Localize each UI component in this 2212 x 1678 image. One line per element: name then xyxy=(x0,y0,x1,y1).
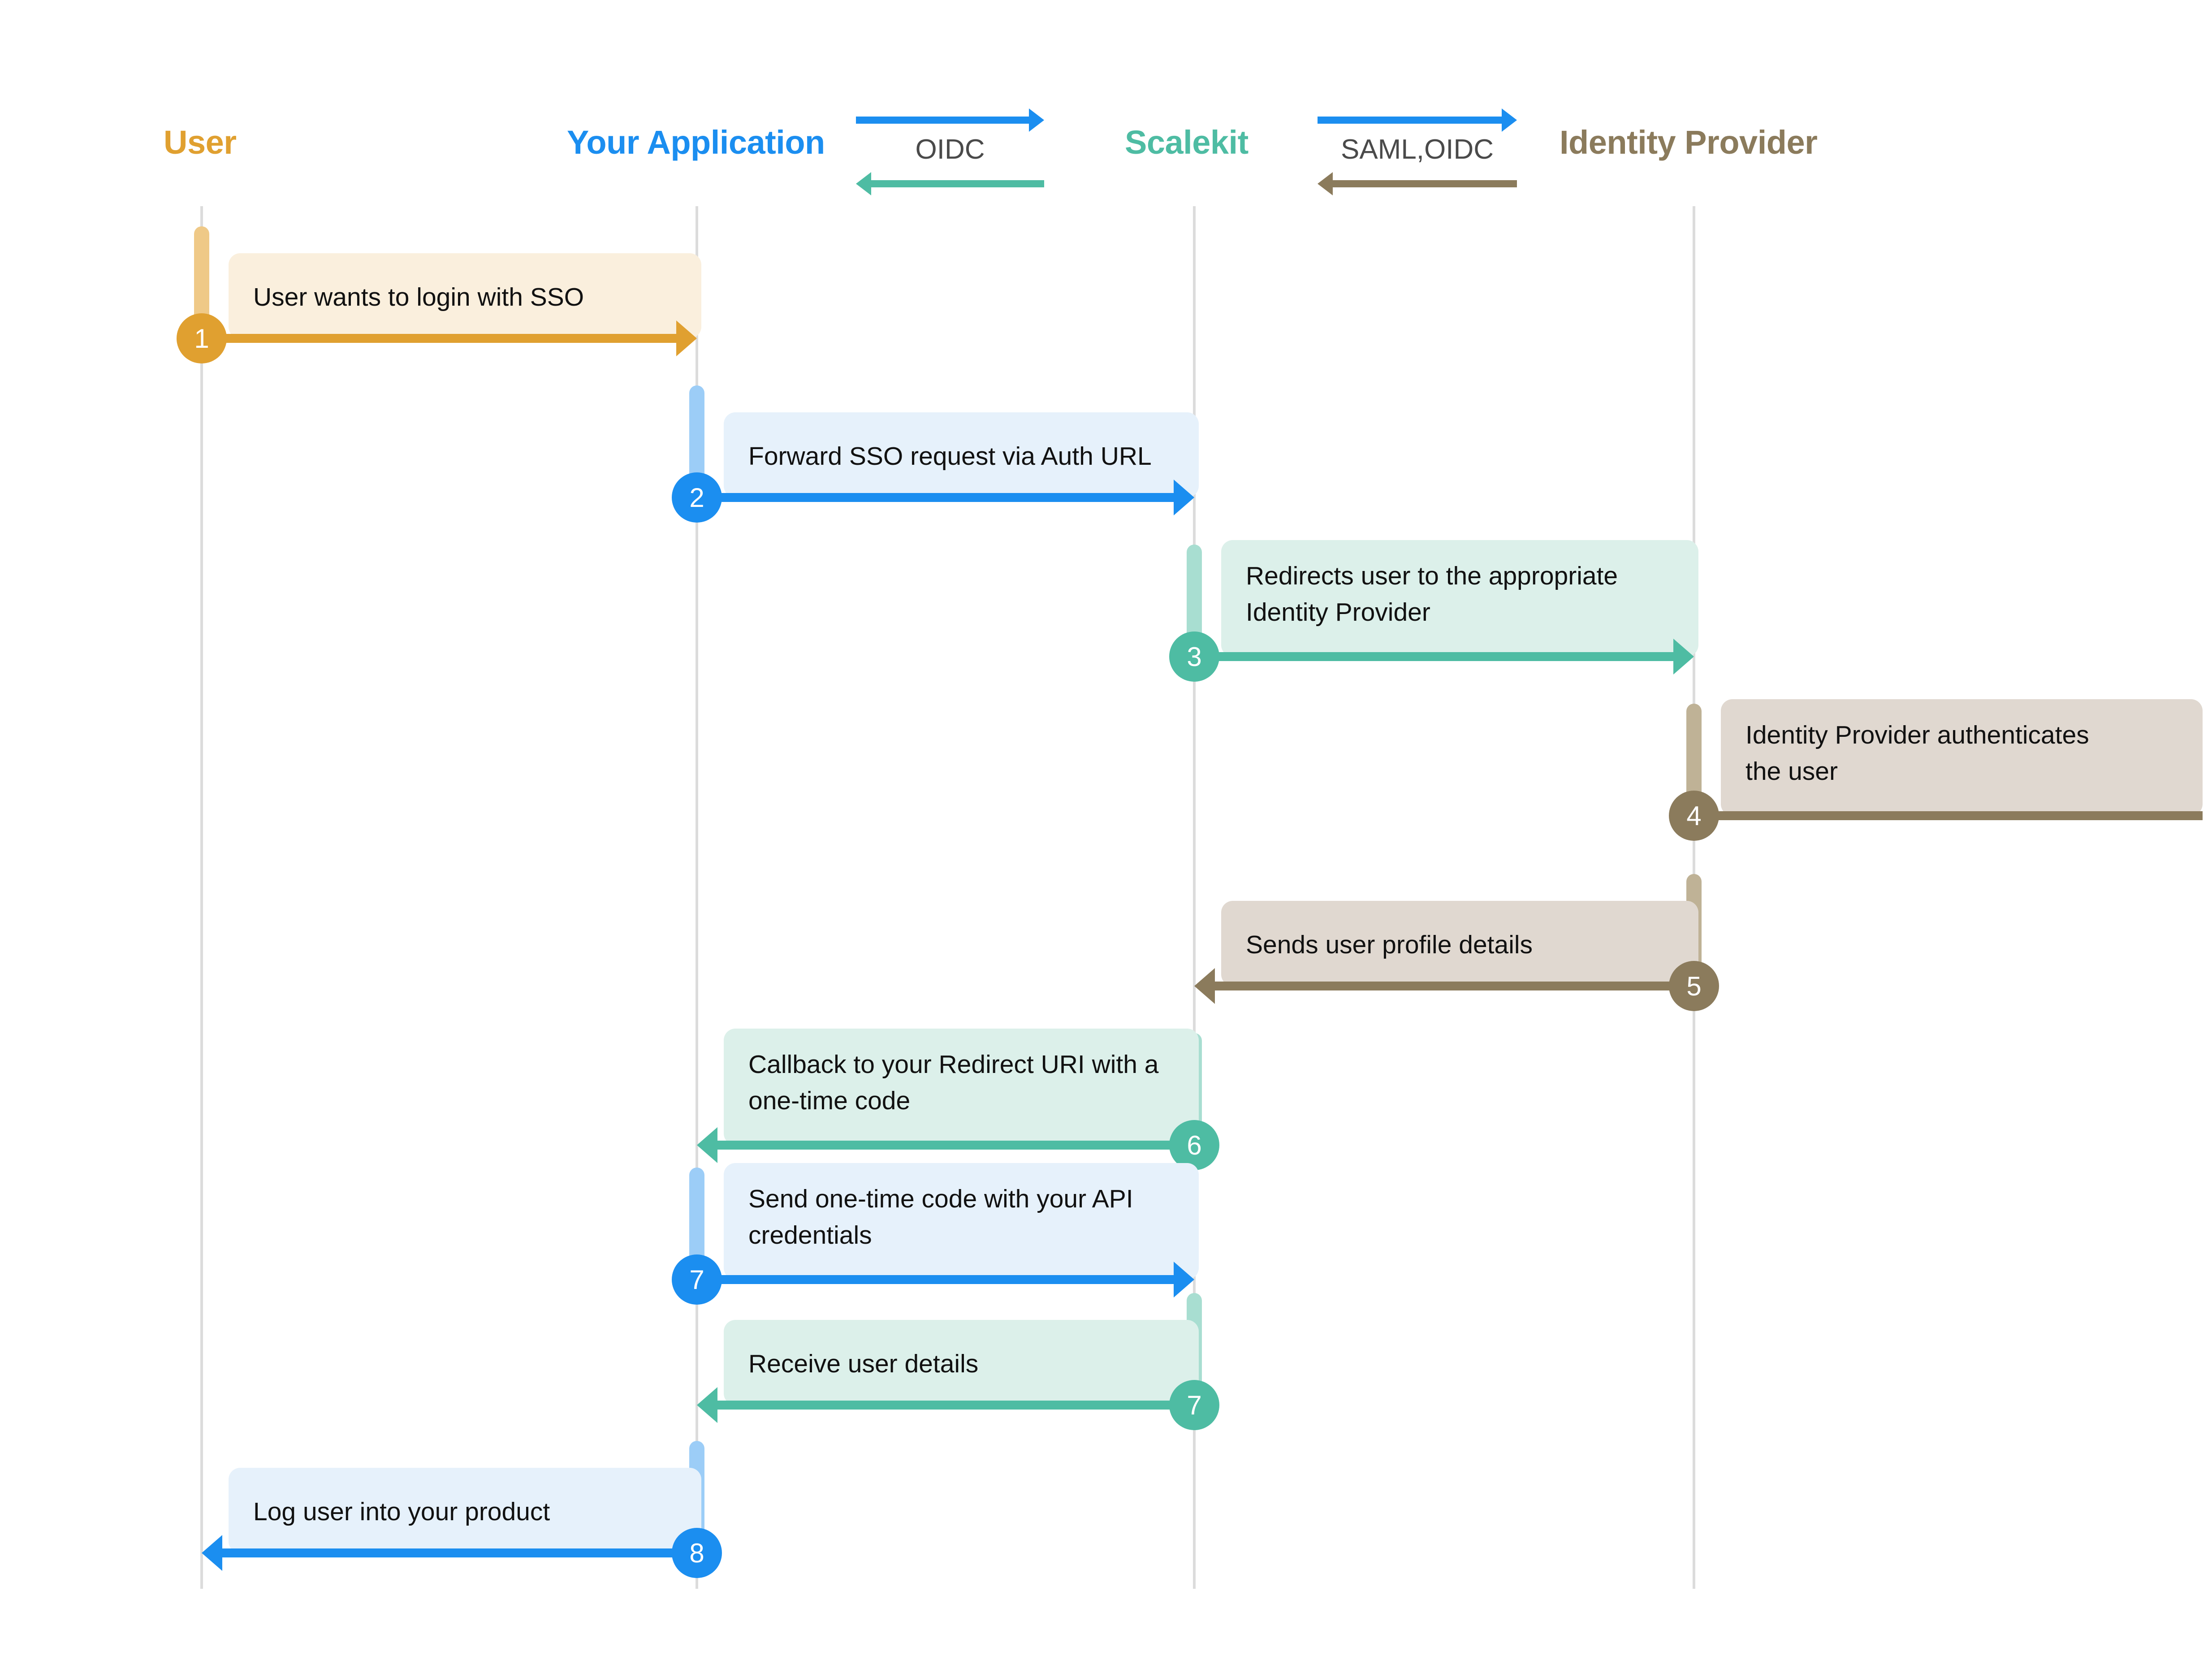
message-box-step-7 xyxy=(724,1163,1199,1280)
message-box-step-3 xyxy=(1221,540,1698,657)
step-badge-6[interactable]: 6 xyxy=(1169,1120,1219,1170)
step-badge-9[interactable]: 8 xyxy=(672,1528,722,1578)
message-box-step-8 xyxy=(724,1320,1199,1405)
activation-bar-step-7 xyxy=(689,1168,704,1271)
step-badge-5[interactable]: 5 xyxy=(1669,961,1719,1011)
actor-label-app: Your Application xyxy=(567,124,825,161)
message-box-step-4 xyxy=(1721,699,2203,816)
message-text-step-5: Sends user profile details xyxy=(1246,930,1533,959)
message-arrow-step-5 xyxy=(1194,968,1694,1004)
protocol-legend-saml-oidc: SAML,OIDC xyxy=(1318,108,1517,195)
protocol-arrows-saml-oidc xyxy=(1318,108,1517,195)
actor-label-idp: Identity Provider xyxy=(1560,124,1818,161)
protocol-arrows-oidc xyxy=(856,108,1044,195)
message-text-step-8: Receive user details xyxy=(748,1349,979,1378)
message-box-step-6 xyxy=(724,1029,1199,1145)
message-text-step-7: Send one-time code with your API credent… xyxy=(748,1185,1133,1250)
protocol-label-oidc: OIDC xyxy=(915,134,985,165)
activation-bar-step-1 xyxy=(194,226,209,329)
activation-bar-step-3 xyxy=(1187,545,1202,648)
lifeline-scalekit xyxy=(1193,206,1196,1589)
message-box-step-2 xyxy=(724,412,1199,497)
message-arrow-step-6 xyxy=(697,1127,1194,1163)
message-text-step-2: Forward SSO request via Auth URL xyxy=(748,442,1152,471)
activation-bar-step-4 xyxy=(1686,704,1702,807)
message-arrow-step-3 xyxy=(1194,639,1694,675)
message-text-step-3: Redirects user to the appropriate Identi… xyxy=(1246,562,1618,627)
step-badge-3[interactable]: 3 xyxy=(1169,631,1219,682)
actor-label-user: User xyxy=(164,124,237,161)
message-arrow-step-1 xyxy=(202,320,697,356)
message-text-step-4: Identity Provider authenticates the user xyxy=(1745,721,2089,786)
protocol-label-saml-oidc: SAML,OIDC xyxy=(1340,134,1494,165)
step-badge-1[interactable]: 1 xyxy=(177,313,227,363)
step-badge-7[interactable]: 7 xyxy=(672,1254,722,1305)
message-text-step-1: User wants to login with SSO xyxy=(253,283,584,311)
activation-bar-step-2 xyxy=(689,385,704,489)
message-box-step-5 xyxy=(1221,901,1698,986)
message-arrow-step-4 xyxy=(1694,811,2203,820)
step-badge-2[interactable]: 2 xyxy=(672,472,722,523)
message-arrow-step-2 xyxy=(697,480,1194,515)
message-arrow-step-8 xyxy=(697,1387,1194,1423)
message-arrow-step-7 xyxy=(697,1262,1194,1297)
message-box-step-1 xyxy=(229,253,701,338)
message-arrow-step-9 xyxy=(202,1535,697,1571)
lifeline-app xyxy=(696,206,698,1589)
message-text-step-6: Callback to your Redirect URI with a one… xyxy=(748,1050,1159,1115)
step-badge-4[interactable]: 4 xyxy=(1669,791,1719,841)
actor-label-scalekit: Scalekit xyxy=(1125,124,1249,161)
lifeline-user xyxy=(200,206,203,1589)
protocol-legend-oidc: OIDC xyxy=(856,108,1044,195)
message-text-step-9: Log user into your product xyxy=(253,1497,550,1526)
step-badge-8[interactable]: 7 xyxy=(1169,1380,1219,1430)
message-box-step-9 xyxy=(229,1468,701,1553)
